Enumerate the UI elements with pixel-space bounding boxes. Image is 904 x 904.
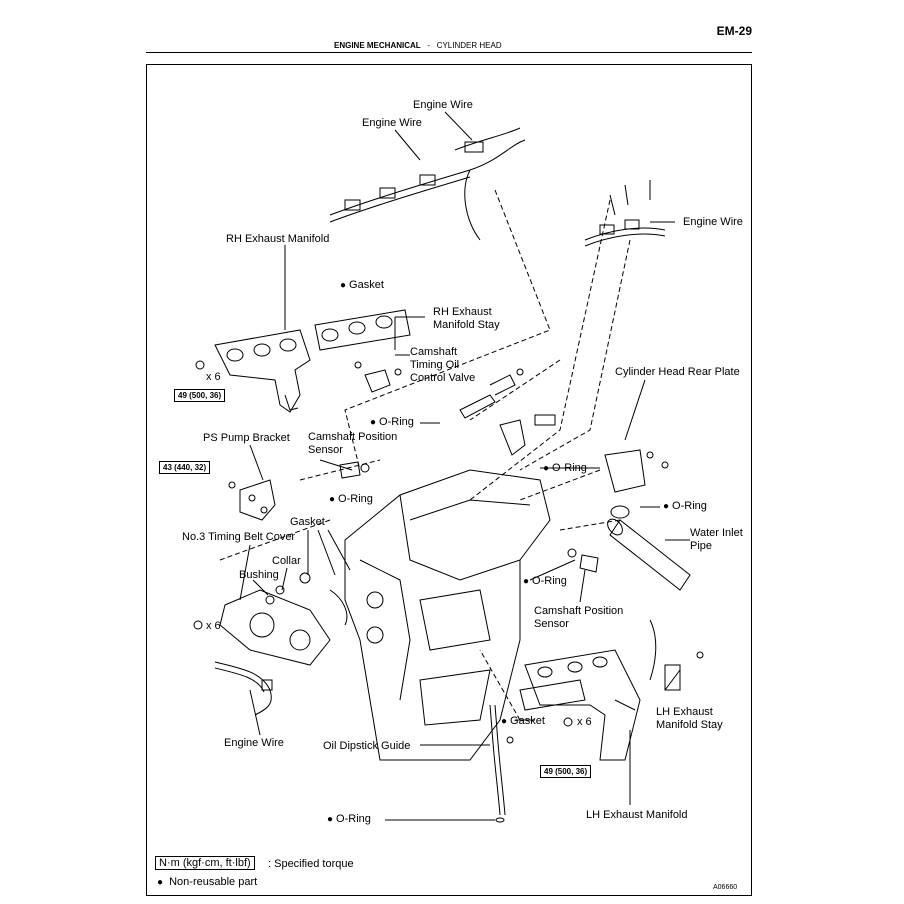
diagram-frame	[146, 64, 752, 896]
engine-block-drawing	[344, 469, 551, 761]
torque-rh-manifold: 49 (500, 36)	[174, 389, 226, 402]
label-engine-wire-bottom: Engine Wire	[224, 737, 284, 749]
label-oring-2: ●O-Ring	[543, 462, 587, 475]
label-oring-2-text: O-Ring	[552, 462, 587, 474]
ps-pump-bracket-drawing	[228, 479, 276, 521]
engine-wire-harness-top	[329, 127, 526, 241]
label-engine-wire-top1: Engine Wire	[413, 99, 473, 111]
torque-lh-manifold: 49 (500, 36)	[540, 765, 592, 778]
subsection-name: CYLINDER HEAD	[436, 41, 502, 50]
bolt-symbols	[193, 360, 573, 727]
nonreusable-dot: ●	[663, 501, 670, 512]
camshaft-ocv-drawing	[459, 368, 556, 456]
lh-manifold-stay-drawing	[649, 619, 704, 691]
label-cam-pos-sensor-right: Camshaft Position Sensor	[534, 605, 624, 630]
camshaft-position-sensor-left-drawing	[339, 461, 370, 479]
label-gasket-bottom-text: Gasket	[510, 715, 545, 727]
label-oring-bottom: ●O-Ring	[327, 813, 371, 826]
section-name: ENGINE MECHANICAL	[334, 41, 421, 50]
label-cam-pos-sensor-left: Camshaft Position Sensor	[308, 431, 398, 456]
title-separator: -	[427, 41, 431, 50]
engine-wire-harness-right	[584, 180, 666, 247]
nonreusable-dot: ●	[340, 280, 347, 291]
oil-dipstick-guide-drawing	[489, 704, 514, 823]
label-oring-5-text: O-Ring	[532, 575, 567, 587]
nonreusable-dot: ●	[327, 814, 334, 825]
label-no3-timing-belt-cover: No.3 Timing Belt Cover	[182, 531, 296, 543]
legend-nonreusable-symbol: ●	[157, 877, 164, 888]
label-gasket-top-text: Gasket	[349, 279, 384, 291]
leader-lines	[239, 111, 690, 821]
label-engine-wire-right: Engine Wire	[683, 216, 743, 228]
label-x6-lh: x 6	[577, 716, 592, 728]
label-rh-exhaust-manifold: RH Exhaust Manifold	[226, 233, 330, 245]
engine-wire-harness-bottom	[214, 661, 273, 716]
label-x6-rh: x 6	[206, 371, 221, 383]
label-camshaft-ocv: Camshaft Timing Oil Control Valve	[410, 346, 476, 384]
legend-nonreusable: ● Non-reusable part	[157, 876, 257, 889]
nonreusable-dot: ●	[329, 494, 336, 505]
label-oring-1: ●O-Ring	[370, 416, 414, 429]
rh-exhaust-manifold-drawing	[214, 329, 311, 413]
label-oring-4-text: O-Ring	[672, 500, 707, 512]
label-oil-dipstick-guide: Oil Dipstick Guide	[323, 740, 411, 752]
label-collar: Collar	[272, 555, 301, 567]
cylinder-head-rear-plate-drawing	[604, 449, 669, 493]
water-inlet-pipe-drawing	[607, 505, 691, 591]
page-number: EM-29	[716, 24, 752, 38]
figure-id: A06660	[713, 884, 738, 891]
legend-torque-units: N·m (kgf·cm, ft·lbf)	[155, 856, 255, 870]
label-gasket-mid: Gasket	[290, 516, 325, 528]
legend-torque-desc: : Specified torque	[268, 858, 354, 870]
label-oring-3: ●O-Ring	[329, 493, 373, 506]
nonreusable-dot: ●	[501, 716, 508, 727]
label-rh-manifold-stay: RH Exhaust Manifold Stay	[433, 306, 500, 331]
nonreusable-dot: ●	[543, 463, 550, 474]
nonreusable-dot: ●	[523, 576, 530, 587]
label-bushing: Bushing	[239, 569, 279, 581]
label-oring-5: ●O-Ring	[523, 575, 567, 588]
section-title: ENGINE MECHANICAL - CYLINDER HEAD	[334, 41, 502, 50]
label-gasket-bottom: ●Gasket	[501, 715, 545, 728]
label-cylinder-head-rear-plate: Cylinder Head Rear Plate	[615, 366, 740, 378]
nonreusable-dot: ●	[370, 417, 377, 428]
label-gasket-top: ●Gasket	[340, 279, 384, 292]
label-water-inlet-pipe: Water Inlet Pipe	[690, 527, 743, 552]
label-x6-left: x 6	[206, 620, 221, 632]
lh-gasket-drawing	[519, 679, 586, 711]
timing-belt-cover-drawing	[219, 572, 348, 666]
label-lh-manifold-stay: LH Exhaust Manifold Stay	[656, 706, 723, 731]
label-oring-1-text: O-Ring	[379, 416, 414, 428]
lh-exhaust-manifold-drawing	[524, 649, 641, 761]
rh-gasket-drawing	[314, 309, 411, 351]
camshaft-position-sensor-right-drawing	[567, 548, 599, 573]
label-lh-exhaust-manifold: LH Exhaust Manifold	[586, 809, 688, 821]
label-engine-wire-top2: Engine Wire	[362, 117, 422, 129]
rh-manifold-stay-drawing	[354, 361, 402, 393]
header-rule	[146, 52, 752, 53]
assembly-dashed-lines	[219, 189, 631, 721]
torque-ps-bracket: 43 (440, 32)	[159, 461, 211, 474]
label-oring-4: ●O-Ring	[663, 500, 707, 513]
legend-nonreusable-desc: Non-reusable part	[169, 876, 258, 888]
label-oring-3-text: O-Ring	[338, 493, 373, 505]
label-ps-pump-bracket: PS Pump Bracket	[203, 432, 290, 444]
label-oring-bottom-text: O-Ring	[336, 813, 371, 825]
